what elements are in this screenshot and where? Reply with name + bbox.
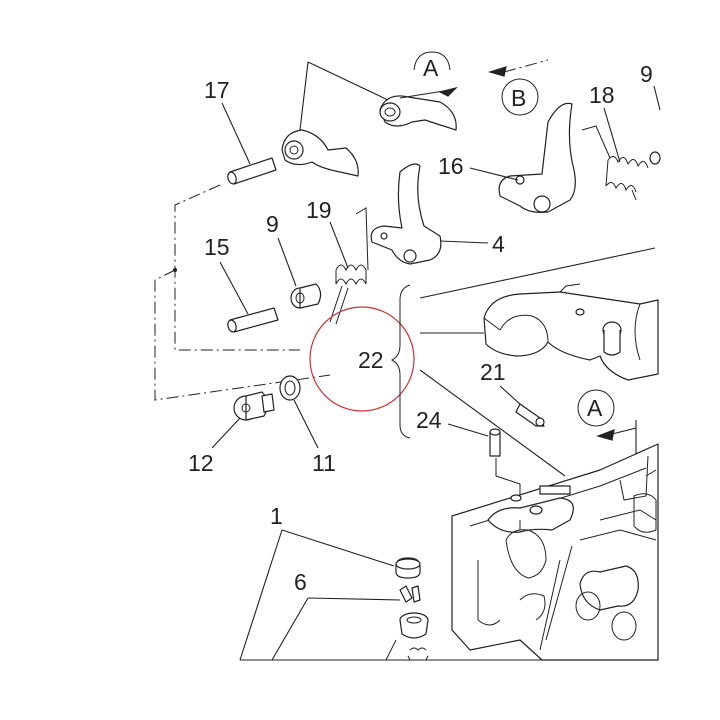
leader-6b [271, 597, 309, 661]
leader-16 [469, 167, 519, 181]
callout-17: 17 [204, 77, 230, 103]
view-marker-b: B [511, 85, 526, 111]
part-11-oring [279, 375, 301, 401]
callout-4: 4 [492, 231, 505, 257]
part-top-rocker-a [379, 95, 457, 131]
part-bearing-cap [483, 283, 659, 381]
view-marker-a-top-circle [413, 51, 451, 71]
leader-17 [221, 102, 251, 165]
part-16-rocker [498, 102, 576, 213]
leader-4 [439, 240, 489, 244]
leader-15 [219, 261, 249, 315]
view-marker-a-right: A [587, 395, 603, 421]
leader-22a [419, 247, 656, 299]
leader-9a [277, 237, 297, 287]
part-valve-seal [385, 612, 429, 661]
view-marker-a-top: A [423, 55, 439, 81]
leader-9b [653, 85, 661, 111]
leader-12 [211, 417, 241, 449]
view-marker-b-circle [501, 78, 539, 116]
part-17-pin [227, 157, 277, 185]
leader-top-v2 [307, 61, 389, 101]
leader-18 [603, 107, 621, 163]
part-9b-washer [649, 151, 661, 165]
part-24-dowel [489, 428, 501, 457]
arrow-a-top [438, 86, 458, 97]
view-marker-a-right-circle [577, 389, 615, 427]
callout-12: 12 [188, 450, 214, 476]
callout-15: 15 [204, 234, 230, 260]
leader-6a [307, 597, 401, 601]
part-4-rocker [370, 163, 442, 265]
part-21-pin [515, 403, 545, 427]
callout-11: 11 [312, 450, 336, 476]
leader-24 [447, 423, 489, 437]
callout-6: 6 [294, 569, 307, 595]
leader-11 [293, 399, 319, 449]
part-rocker-left [281, 129, 359, 177]
brace-22 [390, 284, 411, 439]
callout-22: 22 [358, 347, 384, 373]
leader-21 [499, 385, 521, 405]
leader-1a [281, 529, 395, 567]
callout-9b: 9 [640, 61, 653, 87]
part-12-bolt [233, 391, 275, 421]
callout-18: 18 [589, 82, 615, 108]
part-6-keepers [399, 585, 421, 603]
part-18-spring [581, 125, 649, 201]
leader-top-v1 [299, 61, 309, 131]
leader-19 [329, 221, 349, 269]
callout-9a: 9 [266, 211, 279, 237]
callout-19: 19 [306, 197, 332, 223]
arrow-b [487, 66, 507, 77]
part-1-cap [395, 557, 421, 579]
assembly-dashed-lines [154, 184, 331, 401]
callout-21: 21 [480, 359, 506, 385]
callout-16: 16 [438, 153, 464, 179]
part-cylinder-head [451, 443, 659, 661]
highlight-circle [309, 306, 415, 412]
callout-1: 1 [270, 503, 283, 529]
part-15-pin [227, 307, 279, 333]
part-9a-washer [290, 283, 322, 309]
leader-22c [419, 369, 566, 477]
leader-1b [239, 529, 283, 661]
callout-24: 24 [416, 407, 442, 433]
arrow-a-right [596, 429, 615, 441]
